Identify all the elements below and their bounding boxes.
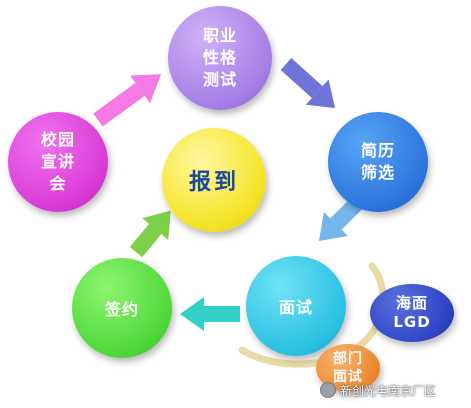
node-career-personality-test: 职业 性格 测试: [168, 6, 272, 110]
watermark: 新创光电南京厂区: [320, 380, 436, 400]
node-resume-screening: 简历 筛选: [328, 112, 428, 212]
arrow-campus-to-career: [93, 74, 162, 127]
node-campus-talk: 校园 宣讲 会: [8, 112, 108, 212]
node-campus-label: 校园 宣讲 会: [40, 130, 75, 193]
arrow-career-to-screening: [280, 58, 336, 109]
arrow-signing-to-report: [129, 210, 171, 258]
node-dept-label: 部门 面试: [333, 351, 363, 385]
node-screening-label: 简历 筛选: [360, 141, 395, 182]
node-sea-lgd: 海面 LGD: [370, 284, 454, 342]
node-signing: 签约: [72, 258, 172, 358]
arrow-interview-to-signing: [180, 297, 240, 331]
node-interview: 面试: [246, 256, 346, 356]
node-interview-label: 面试: [278, 298, 313, 317]
node-lgd-label: 海面 LGD: [393, 294, 431, 331]
node-signing-label: 签约: [104, 300, 139, 319]
wechat-logo-icon: [320, 382, 336, 398]
node-report: 报到: [162, 128, 266, 232]
node-report-label: 报到: [188, 170, 239, 195]
node-career-label: 职业 性格 测试: [202, 26, 237, 89]
watermark-text: 新创光电南京厂区: [340, 383, 437, 398]
